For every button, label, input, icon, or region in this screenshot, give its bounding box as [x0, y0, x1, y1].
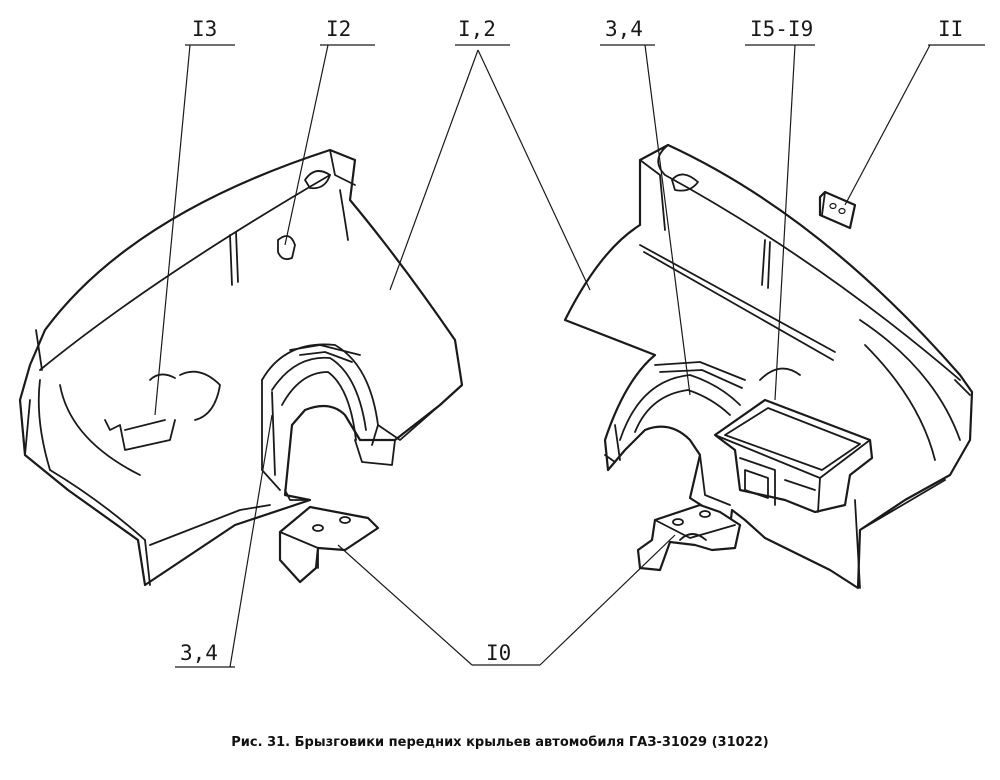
left-mudguard [18, 148, 464, 587]
plate-part [818, 190, 857, 230]
label-3-4-top: 3,4 [605, 17, 643, 41]
label-10: I0 [486, 641, 511, 665]
label-15-19: I5-I9 [750, 17, 813, 41]
bracket-right [636, 503, 742, 572]
label-11: II [938, 17, 963, 41]
leader-lines [154, 44, 985, 668]
labels: I3 I2 I,2 3,4 I5-I9 II 3,4 I0 [180, 17, 963, 665]
right-mudguard [563, 143, 974, 590]
figure-caption: Рис. 31. Брызговики передних крыльев авт… [231, 735, 769, 750]
bracket-left [278, 505, 380, 584]
label-12: I2 [326, 17, 351, 41]
label-13: I3 [192, 17, 217, 41]
label-1-2: I,2 [458, 17, 496, 41]
label-3-4-bottom: 3,4 [180, 641, 218, 665]
box-assembly [713, 398, 874, 514]
